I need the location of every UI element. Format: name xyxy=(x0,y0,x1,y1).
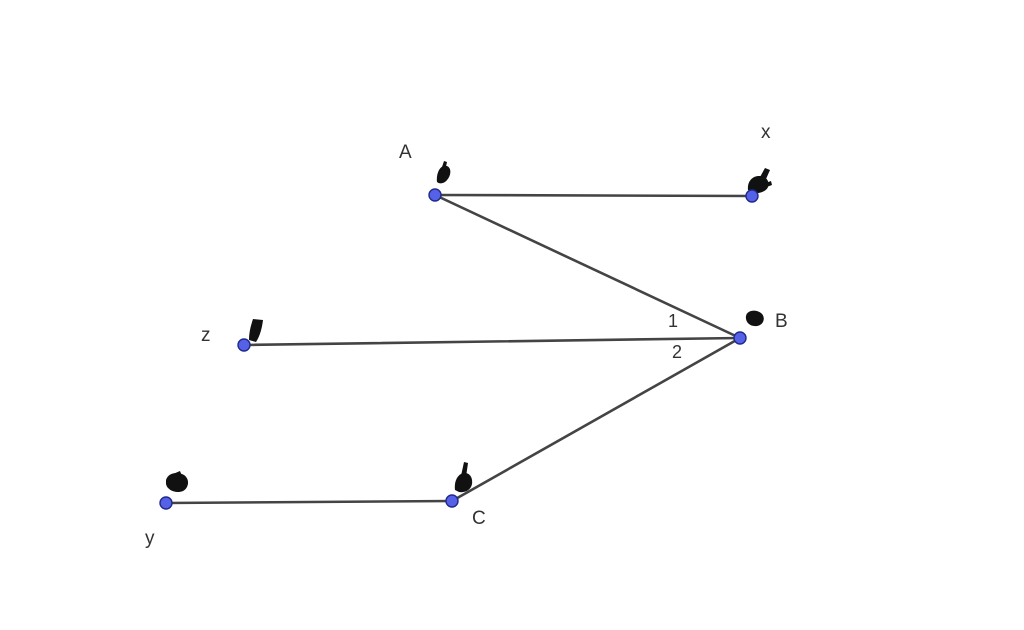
label-point-x: x xyxy=(761,122,771,143)
point-b[interactable] xyxy=(733,331,747,345)
angle-label-1: 1 xyxy=(668,311,678,331)
point-y[interactable] xyxy=(159,496,173,510)
scribble-mark-z xyxy=(249,319,263,342)
scribble-mark-a xyxy=(436,161,451,184)
scribble-mark-x xyxy=(747,168,772,194)
scribble-mark-c xyxy=(454,462,473,493)
segment-b-c xyxy=(450,336,742,503)
label-point-z: z xyxy=(201,325,211,346)
label-point-a: A xyxy=(399,142,412,163)
segment-y-c xyxy=(164,499,454,505)
segment-a-b xyxy=(433,193,742,340)
segment-a-x xyxy=(433,193,754,198)
scribble-mark-y xyxy=(166,471,189,493)
angle-label-2: 2 xyxy=(672,342,682,362)
label-point-c: C xyxy=(472,508,486,529)
scribble-mark-b xyxy=(745,310,764,327)
label-point-b: B xyxy=(775,311,788,332)
point-x[interactable] xyxy=(745,189,759,203)
label-point-y: y xyxy=(145,528,155,549)
segment-z-b xyxy=(242,336,742,347)
point-c[interactable] xyxy=(445,494,459,508)
point-a[interactable] xyxy=(428,188,442,202)
point-z[interactable] xyxy=(237,338,251,352)
